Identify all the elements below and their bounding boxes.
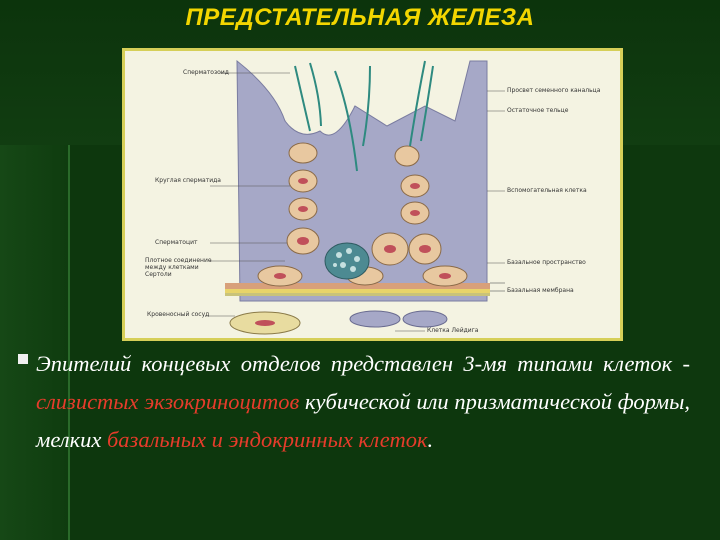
bullet-marker	[18, 354, 28, 364]
slide-title: ПРЕДСТАТЕЛЬНАЯ ЖЕЛЕЗА	[185, 4, 535, 31]
figure-label: Круглая сперматида	[155, 177, 221, 184]
figure-label: Остаточное тельце	[507, 107, 569, 114]
body-text: кубической или призматической формы, мел…	[36, 389, 690, 452]
figure-label: Просвет семенного канальца	[507, 87, 601, 94]
figure-label: Базальное пространство	[507, 259, 586, 266]
figure-label: Клетка Лейдига	[427, 327, 479, 334]
background-right-panel	[640, 145, 720, 540]
histology-figure: Сперматозоид Просвет семенного канальца …	[122, 48, 623, 341]
body-text: Эпителий концевых отделов представлен 3-…	[36, 351, 690, 376]
highlight-text: слизистых экзокриноцитов	[36, 389, 300, 414]
figure-label: Вспомогательная клетка	[507, 187, 587, 194]
figure-label: Сперматозоид	[183, 69, 229, 76]
body-paragraph: Эпителий концевых отделов представлен 3-…	[36, 345, 690, 459]
seminiferous-tubule-illustration	[205, 59, 505, 335]
figure-label: Сперматоцит	[155, 239, 198, 246]
figure-label: Плотное соединение между клетками Сертол…	[145, 257, 212, 278]
figure-label: Базальная мембрана	[507, 287, 574, 294]
body-text: .	[427, 427, 434, 452]
highlight-text: базальных и эндокринных клеток	[106, 427, 428, 452]
figure-label: Кровеносный сосуд	[147, 311, 210, 318]
